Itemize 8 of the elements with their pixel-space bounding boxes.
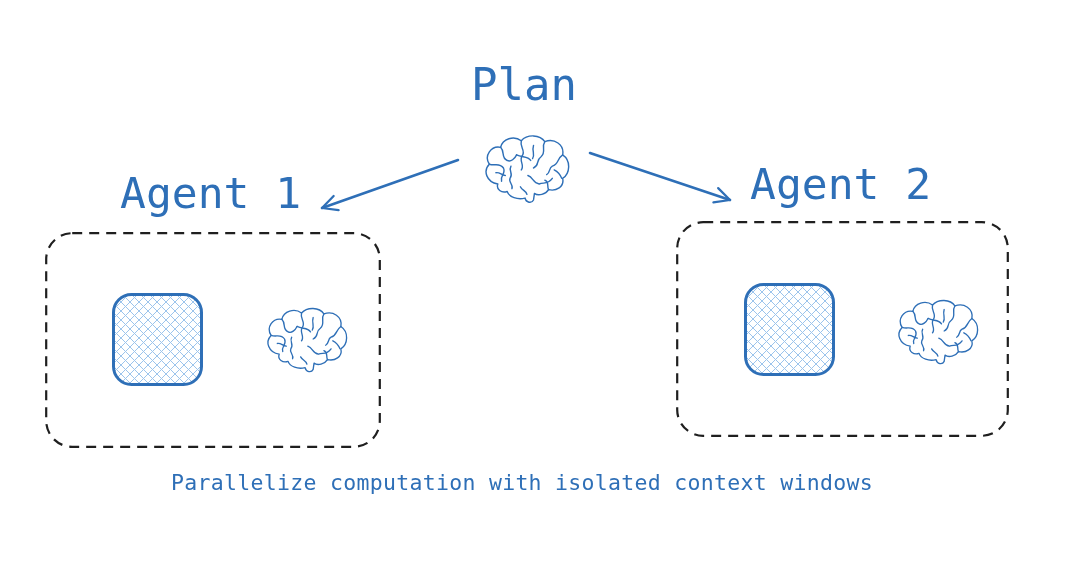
heading: Agent 1 [120,172,302,215]
arrow [588,151,732,204]
arrow [320,158,460,212]
caption: Parallelize computation with isolated context windows [171,472,873,494]
heading: Agent 2 [750,163,932,206]
heading: Plan [470,63,578,107]
hatched-square [112,293,203,386]
hatched-square [744,283,835,376]
